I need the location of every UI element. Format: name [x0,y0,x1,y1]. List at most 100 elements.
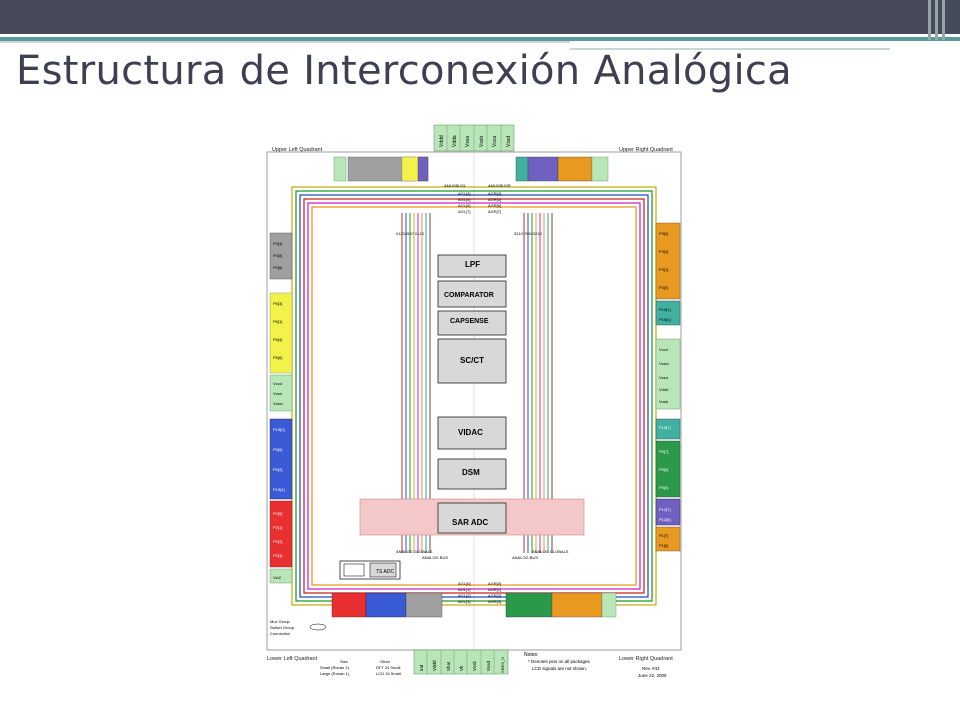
left-pin-8: P6[4] [273,337,282,342]
bus-numbers-right: 3210 76543210 [514,231,543,236]
left-pin-16: P15[0] [273,427,285,432]
bus-label-agr5: AGR[5] [488,197,501,202]
bus-label-amuxbusl: AMUXBUSL [444,183,467,188]
bottom-pin-3: Vb [459,665,464,671]
notes-heading: Notes: [524,652,538,658]
analog-globals-label-right: ANALOG GLOBALS [532,549,569,554]
top-pin-0: Vddd [439,135,445,147]
sar-adc-label: SAR ADC [452,518,488,527]
left-pin-4: P6[3] [273,301,282,306]
right-pin-vusb: Vusb [659,399,669,404]
ts-adc-label: TS ADC [376,569,394,575]
lpf-block: LPF [437,254,507,278]
right-pin-4: P3[1] [659,267,668,272]
legend-connection: Connection [270,631,290,636]
bus-label-agl2: AGL[2] [458,593,470,598]
bottom-pin-2: Vbat [446,661,451,671]
legend-size: Size [340,659,349,664]
right-pin-13: P15[7] [659,425,671,430]
interconnect-diagram: Upper Left Quadrant Upper Right Quadrant… [262,123,686,683]
bottom-pin-0: Ind [419,664,424,671]
bus-label-agl3: AGL[3] [458,599,470,604]
slide-title: Estructura de Interconexión Analógica [16,48,792,94]
top-pin-3: Vssb [479,136,485,147]
dsm-label: DSM [462,468,480,477]
bus-label-agl0: AGL[0] [458,581,470,586]
bus-label-agr1: AGR[1] [488,587,501,592]
bus-label-agr2: AGR[2] [488,593,501,598]
right-pin-vssd: Vssd [659,375,668,380]
left-pin-vccd: Vccd [273,381,282,386]
left-pin-vssio: Vssio [273,401,284,406]
bus-label-agr6: AGR[6] [488,203,501,208]
quadrant-upper-left: Upper Left Quadrant [272,147,323,153]
left-pin-1: P0[5] [273,253,282,258]
right-pin-22: P1[6] [659,543,668,548]
bus-label-agr0: AGR[0] [488,581,501,586]
bus-numbers-left: 01234567 0123 [396,231,425,236]
bottom-power-pins: Ind Vddd Vbat Vb Vssb Vssd XRES_N [413,649,509,675]
notes-date: June 22, 2009 [638,673,667,678]
notes-line-1: * Denotes pins on all packages [528,659,591,664]
right-pin-18: P5[4] [659,485,668,490]
notes-rev: Rev. #44 [642,666,660,671]
bottom-pin-1: Vddd [432,660,437,671]
left-pin-column: P0[4] P0[5] P0[6] P6[3] P6[1] P6[4] P6[6… [269,232,293,584]
sc-ct-label: SC/CT [460,356,484,365]
right-pin-15: P5[7] [659,449,668,454]
legend-other: Other [380,659,391,664]
left-pin-0: P0[4] [273,241,282,246]
left-pin-24: P2[0] [273,511,282,516]
right-pin-21: P1[7] [659,533,668,538]
bus-label-agl5: AGL[5] [458,197,470,202]
top-power-pins: Vddd Vdda Vssa Vssb Vcca Vssd [433,124,515,152]
notes-line-2: LCD signals are not shown. [532,666,587,671]
legend-large: Large (Ronan 1) [320,671,350,676]
top-pin-1: Vdda [452,135,458,147]
bottom-gpio-row [331,592,617,618]
right-pin-vssio: Vssio [659,361,670,366]
corner-decoration [928,0,954,46]
analog-globals-label-left: ANALOG GLOBALS [396,549,433,554]
divider-line [0,41,570,43]
sc-ct-block: SC/CT [437,338,507,384]
left-pin-6: P6[1] [273,319,282,324]
analog-bus-label-right: ANALOG BUS [512,555,538,560]
right-pin-column: P3[5] P3[3] P3[1] P3[0] P15[1] P15[0] Vc… [655,222,681,552]
right-pin-5: P3[0] [659,285,668,290]
right-pin-2: P3[3] [659,249,668,254]
bus-label-agl1: AGL[1] [458,587,470,592]
bottom-pin-5: Vssd [486,660,491,671]
left-pin-2: P0[6] [273,265,282,270]
ts-adc-block: TS ADC [339,560,401,580]
legend-mux-group: Mux Group [270,619,291,624]
legend-switch-group: Switch Group [270,625,295,630]
quadrant-upper-right: Upper Right Quadrant [619,147,673,153]
left-pin-vio2: Vio2 [273,575,282,580]
legend-dft: DFT 24 Small [376,665,400,670]
top-pin-2: Vssa [465,136,471,147]
top-right-gpio-group [515,156,609,182]
bus-label-amuxbusr: AMUXBUSR [488,183,511,188]
accent-rule [0,37,960,41]
right-pin-7: P15[0] [659,317,671,322]
capsense-label: CAPSENSE [450,318,489,325]
bus-label-agl6: AGL[6] [458,203,470,208]
comparator-label: COMPARATOR [444,292,494,299]
quadrant-lower-right: Lower Right Quadrant [619,656,673,662]
top-left-gpio-group [333,156,429,182]
bus-label-agr7: AGR[7] [488,209,501,214]
analog-bus-label-left: ANALOG BUS [422,555,448,560]
right-pin-vccd: Vccd [659,347,668,352]
vertical-bus-lines [401,213,553,553]
right-pin-6: P15[1] [659,307,671,312]
legend-lcd: LCD 15 Small [376,671,401,676]
bus-label-agr4: AGR[4] [488,191,501,196]
right-pin-17: P5[5] [659,467,668,472]
capsense-block: CAPSENSE [437,310,507,336]
notes: Notes: * Denotes pins on all packages LC… [524,652,667,678]
left-pin-22: P15[4] [273,487,285,492]
left-pin-27: P2[3] [273,553,282,558]
left-pin-25: P2[1] [273,525,282,530]
left-pin-20: P5[2] [273,467,282,472]
